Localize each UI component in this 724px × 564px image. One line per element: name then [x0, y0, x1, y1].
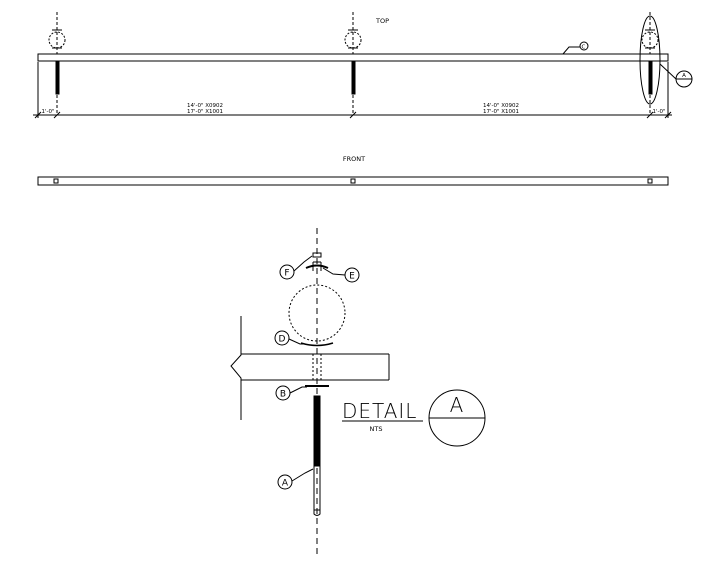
- pipe-outline: [288, 284, 346, 342]
- front-view: FRONT: [37, 155, 669, 186]
- callout-a: A: [282, 479, 289, 489]
- callout-b: B: [280, 390, 286, 400]
- detail-scale: NTS: [370, 425, 383, 433]
- top-anchor-2: [344, 12, 362, 115]
- callout-c: C: [562, 41, 589, 55]
- dim-span2-line1: 14'-0" X0902: [483, 103, 519, 109]
- callout-e: E: [349, 272, 355, 282]
- top-view: TOP: [33, 12, 693, 119]
- svg-text:A: A: [682, 73, 686, 79]
- dim-span2-line2: 17'-0" X1001: [483, 109, 519, 115]
- detail-a-reference-bubble: A: [659, 63, 693, 88]
- rod-shank: [313, 465, 321, 511]
- beam-section: [241, 353, 390, 381]
- front-beam: [37, 176, 669, 186]
- dim-span1-line1: 14'-0" X0902: [187, 103, 223, 109]
- top-view-title: TOP: [375, 17, 389, 25]
- wall: [230, 316, 242, 420]
- dim-span1-line2: 17'-0" X1001: [187, 109, 223, 115]
- dim-right-end: 1'-0": [652, 109, 665, 115]
- detail-a: F E D B A DETAIL NTS A: [230, 228, 486, 558]
- detail-ref: A: [450, 393, 465, 417]
- washer-e: [305, 264, 329, 269]
- callout-d: D: [279, 335, 286, 345]
- dim-left-end: 1'-0": [41, 109, 54, 115]
- top-beam: [37, 53, 669, 62]
- detail-a-highlight: [639, 15, 661, 105]
- detail-title: DETAIL: [342, 399, 417, 423]
- svg-text:C: C: [582, 45, 586, 51]
- threaded-rod: [313, 395, 321, 467]
- top-anchor-3: [639, 12, 661, 115]
- nut-f: [312, 252, 322, 258]
- callout-f: F: [284, 269, 289, 279]
- top-dimension-line: [33, 62, 672, 119]
- top-anchor-1: [48, 12, 66, 115]
- front-view-title: FRONT: [343, 155, 365, 163]
